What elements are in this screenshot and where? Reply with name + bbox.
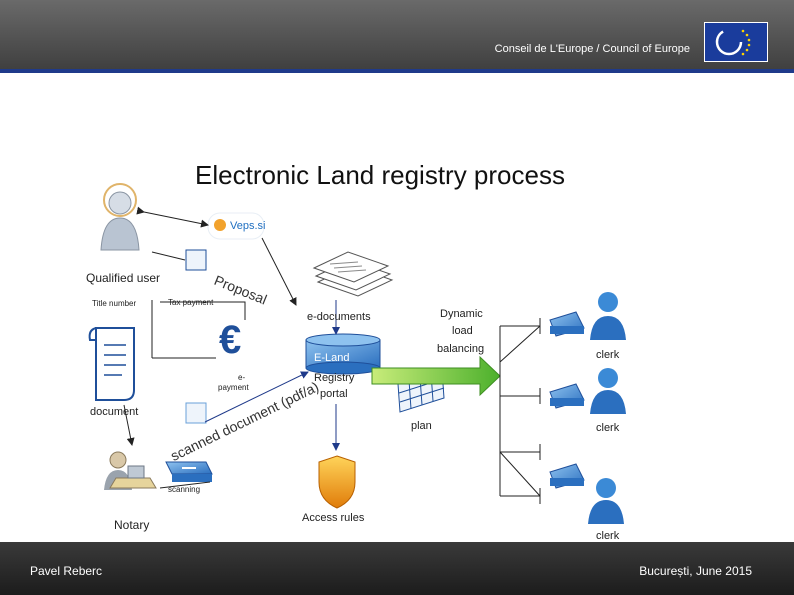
org-name: Conseil de L'Europe / Council of Europe <box>494 43 690 55</box>
e-payment-label-1: e- <box>238 373 246 382</box>
e-documents-label: e-documents <box>307 311 371 323</box>
e-payment-label-2: payment <box>218 383 249 392</box>
load-label: load <box>452 325 473 337</box>
server-3-icon <box>549 463 585 489</box>
clerk-3-label: clerk <box>596 530 620 542</box>
server-1-icon <box>549 311 585 337</box>
notary-icon <box>104 451 157 490</box>
clerk-2-icon <box>590 368 626 414</box>
clerk-3-icon <box>588 478 624 524</box>
clerk-1-icon <box>590 292 626 340</box>
dynamic-label: Dynamic <box>440 308 483 320</box>
registry-label: Registry <box>314 372 355 384</box>
qualified-user-icon <box>100 183 140 251</box>
veps-label: Veps.si <box>230 220 266 232</box>
qualified-user-label: Qualified user <box>86 271 161 285</box>
load-balancer-arrow <box>371 355 501 397</box>
notary-label: Notary <box>114 518 150 532</box>
access-rules-shield-icon <box>318 455 356 509</box>
document-label: document <box>90 406 139 418</box>
council-logo <box>704 22 768 62</box>
footer-author: Pavel Reberc <box>30 564 103 578</box>
header-accent <box>0 69 794 73</box>
document-scroll-icon <box>88 327 135 401</box>
euro-symbol: € <box>219 318 242 362</box>
title-number-label: Title number <box>92 299 137 308</box>
footer-bar: Pavel Reberc București, June 2015 <box>0 542 794 595</box>
euro-icon <box>216 322 252 364</box>
plan-label: plan <box>411 420 432 432</box>
scanning-label: scanning <box>168 485 201 494</box>
scanned-doc-icon <box>185 402 207 424</box>
proposal-doc-icon <box>185 249 207 271</box>
access-rules-label: Access rules <box>302 512 365 524</box>
eland-label: E-Land <box>314 352 350 364</box>
diagram-title: Electronic Land registry process <box>195 160 565 190</box>
clerk-1-label: clerk <box>596 349 620 361</box>
scanner-icon <box>165 461 213 482</box>
footer-place-date: București, June 2015 <box>639 564 752 578</box>
portal-label: portal <box>320 388 348 400</box>
e-documents-icon <box>312 251 394 297</box>
tax-payment-label: Tax payment <box>168 298 214 307</box>
server-2-icon <box>549 383 585 409</box>
balancing-label: balancing <box>437 343 485 355</box>
eland-database <box>305 333 381 375</box>
clerk-2-label: clerk <box>596 422 620 434</box>
header-bar <box>0 0 794 72</box>
